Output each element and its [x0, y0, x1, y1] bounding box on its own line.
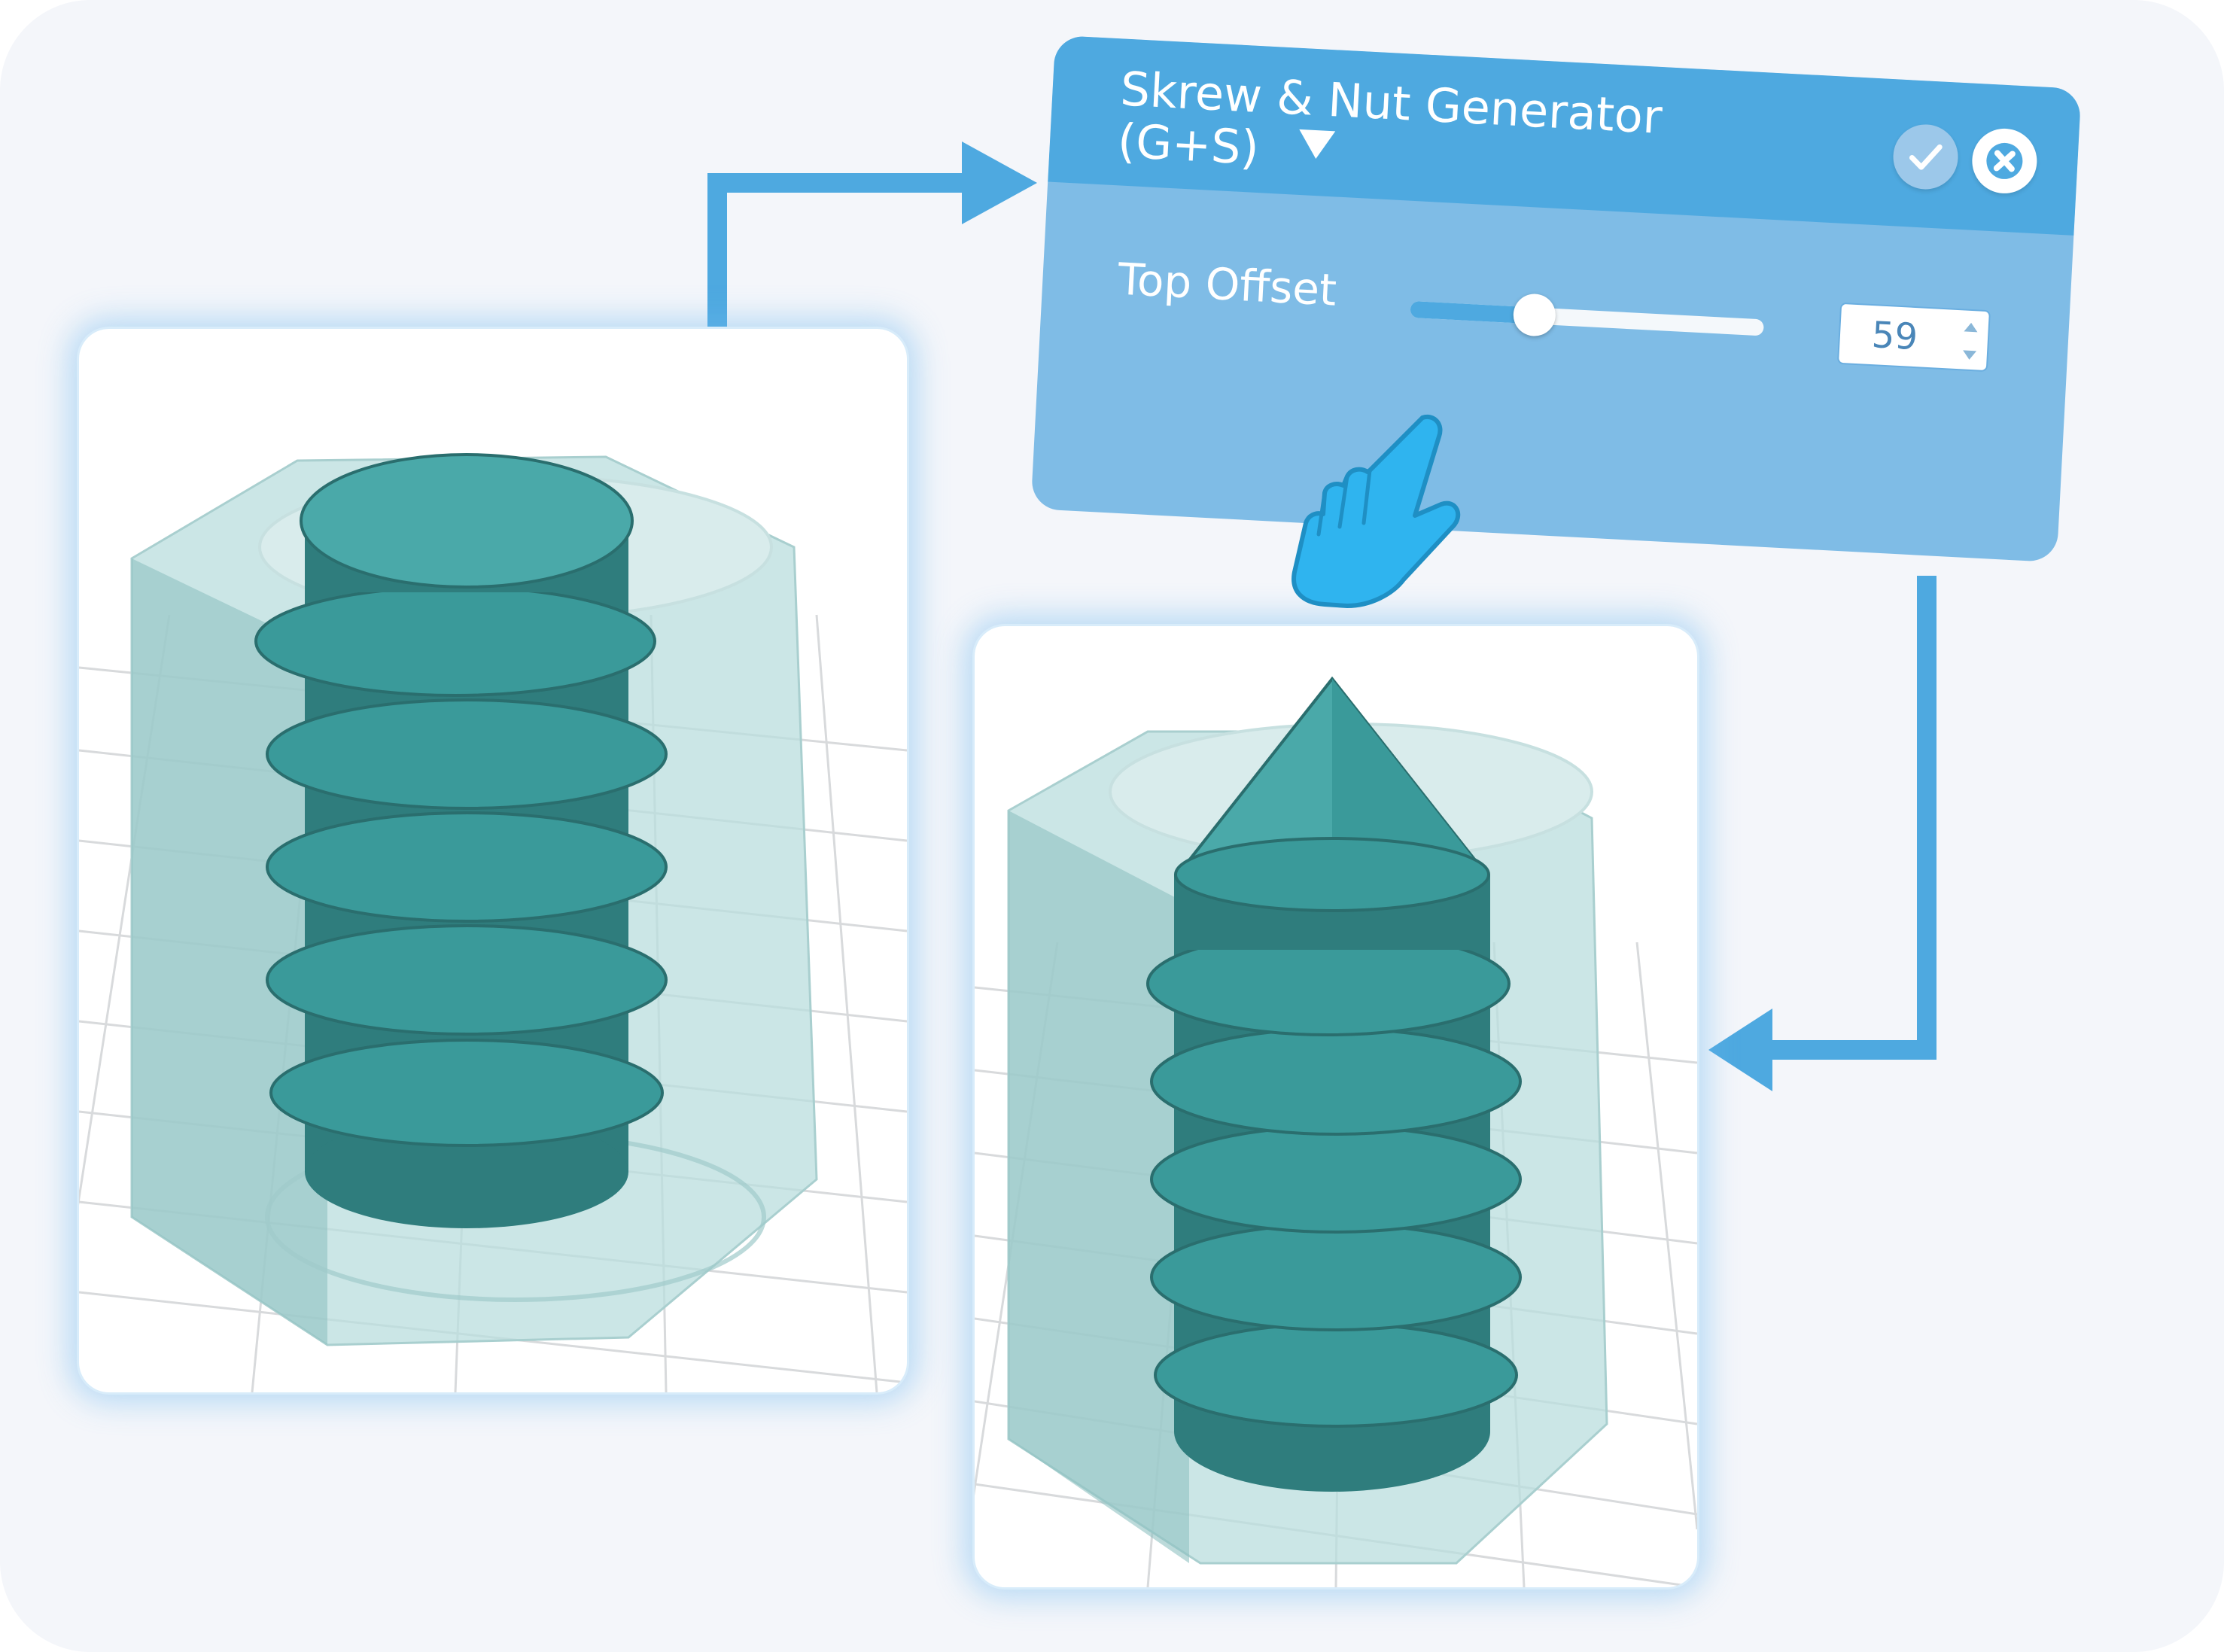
top-offset-slider[interactable]: [1410, 288, 1765, 348]
triangle-up-icon: [1964, 322, 1978, 332]
slider-thumb[interactable]: [1511, 293, 1556, 337]
arrow-to-panel: [707, 173, 969, 329]
panel-header: Skrew & Nut Generator (G+S): [1048, 35, 2082, 236]
confirm-button[interactable]: [1891, 123, 1960, 191]
parameter-panel: Skrew & Nut Generator (G+S) Top Offset: [1030, 35, 2082, 563]
checkmark-icon: [1909, 144, 1943, 170]
scene-after: [975, 676, 1697, 1587]
viewport-before: [79, 329, 907, 1392]
arrow-to-result: [1765, 576, 1936, 1060]
screw-model: [1146, 676, 1522, 1492]
viewport-after: [975, 626, 1697, 1587]
close-x-icon: [1986, 142, 2023, 179]
arrow-to-result-head: [1708, 1009, 1772, 1091]
close-button[interactable]: [1970, 126, 2039, 196]
panel-title: Skrew & Nut Generator (G+S): [1116, 61, 1664, 176]
stepper-down-button[interactable]: [1952, 339, 1988, 370]
top-offset-value-box: [1836, 302, 1991, 373]
triangle-down-icon: [1963, 349, 1977, 360]
caret-down-icon[interactable]: [1298, 129, 1336, 160]
scene-before: [79, 453, 907, 1392]
top-offset-input[interactable]: [1839, 303, 1951, 369]
arrow-to-panel-head: [962, 141, 1037, 224]
screw-model: [254, 453, 668, 1228]
stepper-up-button[interactable]: [1953, 312, 1989, 342]
hand-pointer-icon: [1292, 414, 1461, 608]
top-offset-label: Top Offset: [1116, 253, 1338, 316]
